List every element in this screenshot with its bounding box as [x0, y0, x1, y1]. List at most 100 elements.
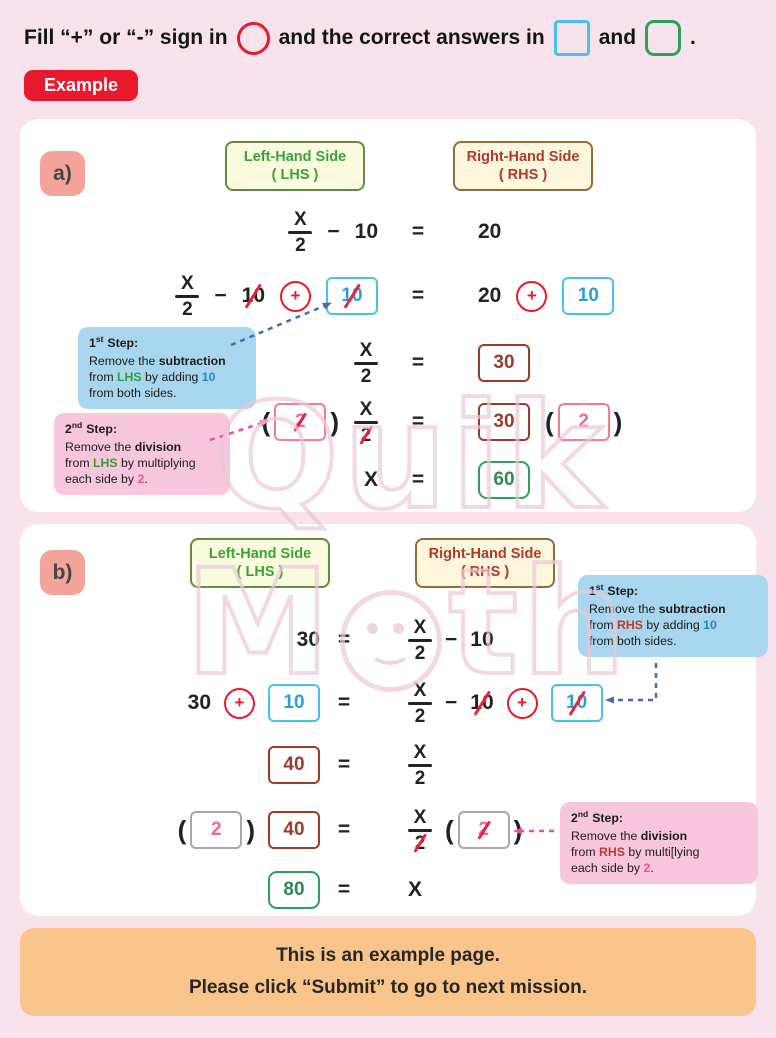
- rhs-expression: 60: [478, 455, 530, 505]
- answer-box-green[interactable]: 60: [478, 461, 530, 499]
- equals-sign: =: [411, 284, 425, 307]
- step-body: Remove the division from LHS by multiply…: [65, 440, 196, 487]
- number: 10: [354, 220, 378, 243]
- equals-sign: =: [411, 410, 425, 433]
- multiplier-group: ( 2 ): [178, 811, 255, 849]
- footer-banner: This is an example page. Please click “S…: [20, 928, 756, 1016]
- multiplier-box[interactable]: 2: [274, 403, 327, 441]
- plus-sign-circle[interactable]: +: [516, 280, 548, 312]
- multiplier-box[interactable]: 2: [557, 403, 610, 441]
- equals-sign: =: [337, 691, 351, 714]
- crossed-number: 10: [241, 284, 265, 307]
- crossed-box-number: 10: [566, 692, 588, 713]
- example-badge: Example: [24, 70, 139, 101]
- answer-box-blue[interactable]: 10: [326, 277, 378, 315]
- equation-row: 80 = X: [20, 865, 756, 915]
- equals-sign: =: [411, 468, 425, 491]
- fraction-bar: [288, 230, 313, 234]
- answer-box-blue[interactable]: 10: [550, 684, 603, 722]
- equals-sign: =: [411, 351, 425, 374]
- answer-box-blue[interactable]: 10: [562, 277, 615, 315]
- number: 10: [470, 628, 494, 651]
- instruction-text-3: and: [598, 26, 637, 49]
- step-body: Remove the subtraction from RHS by addin…: [589, 602, 726, 649]
- number: 20: [478, 220, 502, 243]
- crossed-box-number: 10: [341, 285, 363, 306]
- step1-arrow: [605, 663, 658, 704]
- instruction-line: Fill “+” or “-” sign in and the correct …: [24, 16, 696, 60]
- crossed-box-number: 2: [478, 819, 489, 840]
- answer-box-brown[interactable]: 30: [478, 403, 530, 441]
- rhs-expression: 30: [478, 335, 530, 391]
- step-body: Remove the division from RHS by multi[ly…: [571, 829, 700, 876]
- fraction-bar: [408, 638, 432, 642]
- minus-sign: −: [327, 220, 340, 243]
- answer-box-brown[interactable]: 40: [268, 811, 320, 849]
- variable: X: [363, 468, 378, 491]
- crossed-box-number: 2: [295, 411, 306, 432]
- answer-box-green[interactable]: 80: [268, 871, 320, 909]
- minus-sign: −: [445, 691, 458, 714]
- number: 30: [296, 628, 320, 651]
- rhs-header: Right-Hand Side ( RHS ): [415, 538, 555, 588]
- answer-box-brown[interactable]: 30: [478, 344, 530, 382]
- step2-arrow: [209, 419, 269, 442]
- equation-row: X = 60: [20, 455, 756, 505]
- lhs-expression: 30: [20, 612, 320, 668]
- plus-sign-circle[interactable]: +: [506, 687, 538, 719]
- lhs-header: Left-Hand Side ( LHS ): [225, 141, 365, 191]
- fraction-bar: [354, 420, 378, 424]
- multiplier-box[interactable]: 2: [190, 811, 243, 849]
- lhs-expression: ( 2 ) 40: [20, 802, 320, 858]
- answer-square-blue-icon: [553, 20, 590, 56]
- minus-sign: −: [445, 628, 458, 651]
- footer-line-2: Please click “Submit” to go to next miss…: [188, 977, 588, 998]
- plus-sign-circle[interactable]: +: [224, 687, 255, 719]
- multiplier-box[interactable]: 2: [457, 811, 510, 849]
- crossed-number: 10: [470, 691, 494, 714]
- fraction-bar: [408, 828, 432, 832]
- equals-sign: =: [337, 878, 351, 901]
- number: 30: [187, 691, 211, 714]
- multiplier-group: ( 2 ): [545, 403, 622, 441]
- equals-sign: =: [411, 220, 425, 243]
- number: 20: [478, 284, 502, 307]
- plus-sign-circle[interactable]: +: [280, 280, 311, 312]
- equals-sign: =: [337, 818, 351, 841]
- section-a-label: a): [40, 151, 85, 196]
- answer-box-blue[interactable]: 10: [268, 684, 320, 722]
- answer-box-brown[interactable]: 40: [268, 746, 320, 784]
- instruction-text-2: and the correct answers in: [278, 26, 545, 49]
- rhs-expression: 20 + 10: [478, 268, 615, 324]
- fraction-bar: [354, 361, 378, 365]
- equals-sign: =: [337, 753, 351, 776]
- answer-square-green-icon: [645, 20, 682, 56]
- section-b-label: b): [40, 550, 85, 595]
- variable: X: [408, 878, 423, 901]
- rhs-expression: 20: [478, 204, 501, 260]
